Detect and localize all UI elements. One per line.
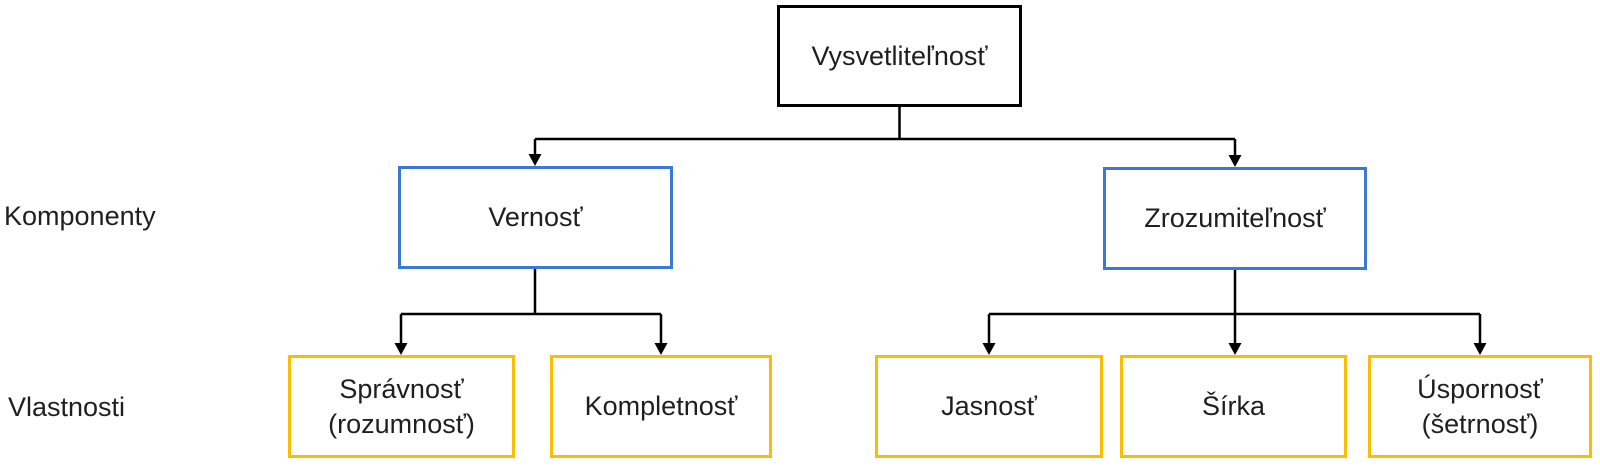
connector-root-to-components [528,105,1242,167]
node-kompletnost: Kompletnosť [550,355,772,458]
node-zrozumitelnost: Zrozumiteľnosť [1103,167,1367,270]
node-jasnost: Jasnosť [875,355,1103,458]
node-sirka: Šírka [1120,355,1347,458]
node-spravnost-rozumnost: Správnosť (rozumnosť) [288,355,515,458]
row-label-komponenty: Komponenty [4,201,156,231]
node-vysvetlitelnost: Vysvetliteľnosť [777,5,1022,107]
node-uspornost-setrnost: Úspornosť (šetrnosť) [1368,355,1592,458]
row-label-vlastnosti: Vlastnosti [8,392,126,422]
connector-vernost-to-properties [394,269,668,355]
connector-zrozumitelnost-to-properties [982,270,1487,355]
node-vernost: Vernosť [398,166,673,269]
